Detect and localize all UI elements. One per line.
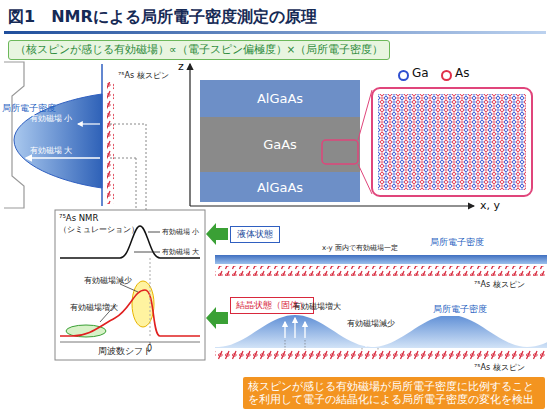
annotation: 有効磁場増大 (293, 301, 341, 312)
annotation: x-y 面内で有効磁場一定 (322, 243, 398, 253)
annotation: 有効磁場減少 (84, 275, 132, 286)
annotation: ⁷⁵As 核スピン (118, 70, 169, 81)
layer-band: AlGaAs (200, 80, 360, 117)
axis-label: z (178, 60, 184, 73)
node-text: AlGaAs (257, 180, 303, 195)
node-text: （核スピンが感じる有効磁場）∝（電子スピン偏極度）×（局所電子密度） (15, 43, 383, 57)
annotation: 有効磁場 小 (162, 227, 199, 237)
title: 図1 NMRによる局所電子密度測定の原理 (8, 7, 317, 28)
annotation: 局所電子密度 (2, 102, 56, 115)
annotation: 有効磁場 大 (162, 247, 199, 257)
annotation: 有効磁場減少 (346, 318, 396, 329)
legend-text: As (455, 66, 469, 80)
legend-text: Ga (412, 66, 429, 80)
layer-band: AlGaAs (200, 172, 360, 202)
annotation: ⁷⁵As 核スピン (474, 279, 525, 290)
state-tag: 液体状態 (230, 226, 280, 243)
node-subtext: （シミュレーション） (59, 224, 139, 235)
layer-band: GaAs (200, 117, 360, 172)
node-text: AlGaAs (257, 91, 303, 106)
annotation: 局所電子密度 (432, 303, 488, 316)
node-text: 核スピンが感じる有効磁場が局所電子密度に比例することを利用して電子の結晶化による… (248, 380, 540, 406)
annotation: 有効磁場増大 (70, 302, 118, 313)
annotation: 周波数シフト (98, 346, 152, 358)
formula-box: （核スピンが感じる有効磁場）∝（電子スピン偏極度）×（局所電子密度） (8, 40, 390, 60)
node-text: GaAs (263, 137, 297, 152)
annotation: ⁷⁵As 核スピン (474, 362, 525, 373)
annotation: 局所電子密度 (430, 236, 484, 249)
summary-box: 核スピンが感じる有効磁場が局所電子密度に比例することを利用して電子の結晶化による… (243, 377, 545, 409)
legend-swatch (398, 70, 409, 81)
annotation: 有効磁場 小 (30, 114, 72, 124)
annotation: 0 (147, 344, 152, 353)
axis-label: x, y (480, 199, 500, 212)
annotation: 有効磁場 大 (30, 146, 72, 156)
node-text: ⁷⁵As NMR (59, 213, 98, 223)
legend-swatch (441, 70, 452, 81)
node-text: 液体状態 (237, 228, 273, 241)
